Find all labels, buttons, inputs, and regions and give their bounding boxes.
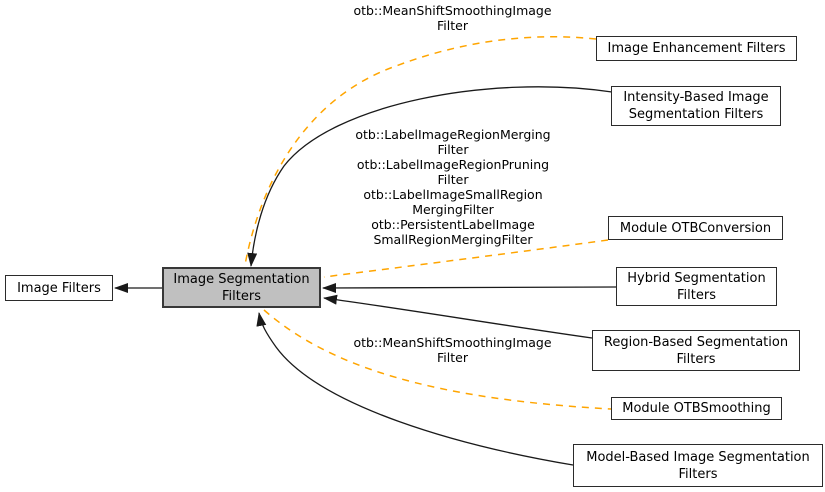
node-model-based-segmentation[interactable]: Model-Based Image Segmentation Filters <box>573 444 823 487</box>
node-intensity-based-segmentation[interactable]: Intensity-Based Image Segmentation Filte… <box>611 86 781 126</box>
node-region-based-segmentation[interactable]: Region-Based Segmentation Filters <box>592 330 800 371</box>
node-model-based-segmentation-label: Model-Based Image Segmentation Filters <box>586 449 810 482</box>
node-image-segmentation-filters: Image Segmentation Filters <box>162 267 321 308</box>
node-region-based-segmentation-label: Region-Based Segmentation Filters <box>603 334 789 367</box>
edge-label-meanshift-top: otb::MeanShiftSmoothingImage Filter <box>353 3 552 33</box>
node-hybrid-segmentation[interactable]: Hybrid Segmentation Filters <box>616 267 777 306</box>
node-module-otbconversion-label: Module OTBConversion <box>619 220 772 236</box>
edge-intensity-to-segmentation <box>247 86 613 267</box>
edge-conversion-dashed <box>323 239 609 278</box>
node-image-enhancement-filters-label: Image Enhancement Filters <box>607 41 786 56</box>
edge-smoothing-dashed <box>263 309 612 410</box>
node-hybrid-segmentation-label: Hybrid Segmentation Filters <box>627 270 766 303</box>
edge-model-to-segmentation <box>256 312 574 466</box>
node-image-filters[interactable]: Image Filters <box>5 275 113 301</box>
node-module-otbconversion[interactable]: Module OTBConversion <box>608 216 783 240</box>
edge-label-meanshift-bottom: otb::MeanShiftSmoothingImage Filter <box>353 335 552 365</box>
node-image-filters-label: Image Filters <box>17 280 101 296</box>
node-image-enhancement-filters[interactable]: Image Enhancement Filters <box>596 36 797 61</box>
edge-enhancement-dashed <box>244 36 597 266</box>
node-intensity-based-segmentation-label: Intensity-Based Image Segmentation Filte… <box>623 90 769 122</box>
edge-label-labelimage-filters: otb::LabelImageRegionMerging Filter otb:… <box>355 127 551 247</box>
node-image-segmentation-filters-label: Image Segmentation Filters <box>173 271 310 304</box>
edge-region-to-segmentation <box>323 294 593 339</box>
node-module-otbsmoothing[interactable]: Module OTBSmoothing <box>611 397 782 420</box>
node-module-otbsmoothing-label: Module OTBSmoothing <box>622 401 771 416</box>
edge-hybrid-to-segmentation <box>322 282 617 293</box>
